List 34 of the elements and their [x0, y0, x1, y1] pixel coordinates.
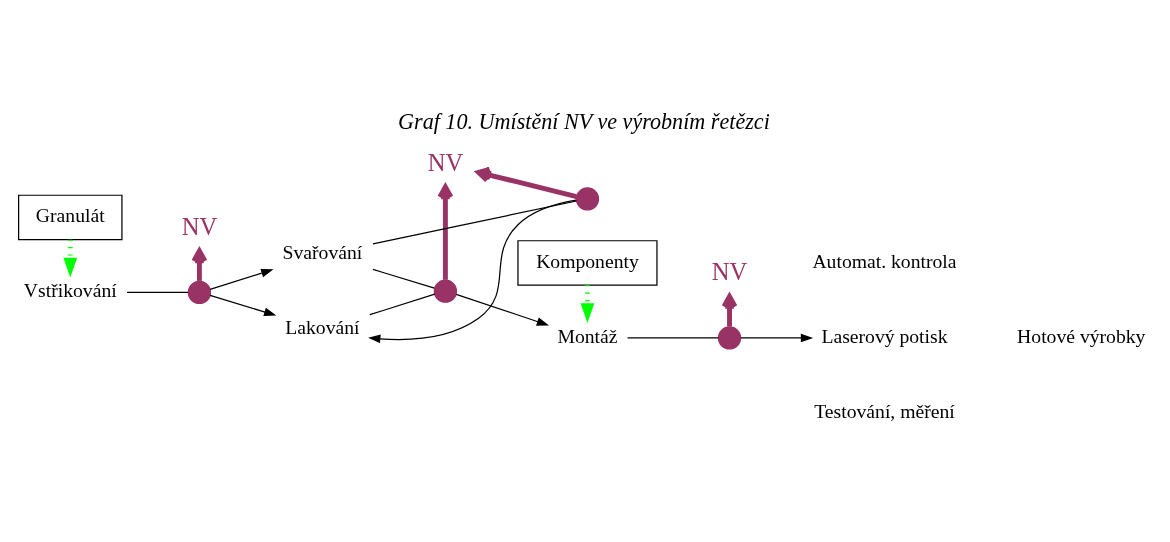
node-text: Lakování: [285, 315, 360, 338]
connector: [372, 268, 435, 289]
node-text: Svařování: [282, 240, 363, 263]
label: Testování, měření: [814, 399, 955, 422]
node-text: NV: [427, 148, 464, 176]
connector: [126, 291, 189, 293]
node-circle: [187, 280, 212, 304]
arrow: [455, 293, 550, 326]
node-text: Laserový potisk: [821, 324, 948, 347]
arrow: [476, 166, 578, 199]
arrow: [209, 294, 277, 316]
label: Hotové výrobky: [1017, 324, 1146, 347]
node-circle: [717, 325, 742, 350]
arrow: [740, 333, 814, 342]
node-text: NV: [181, 212, 218, 240]
node-text: Vstřikování: [23, 278, 117, 301]
arrow: [63, 239, 78, 278]
node-text: NV: [711, 257, 748, 285]
connector: [626, 336, 719, 339]
diagram-title: Graf 10. Umístění NV ve výrobním řetězci: [398, 108, 770, 134]
arrow: [580, 284, 595, 323]
connector: [369, 293, 436, 315]
arrow: [209, 268, 274, 290]
arrow: [191, 248, 208, 281]
node-circle: [433, 279, 458, 303]
arrow: [437, 184, 454, 280]
node-box: Granulát: [18, 194, 123, 240]
connector: [372, 199, 578, 244]
node-text: Montáž: [557, 324, 618, 347]
node-circle: [575, 186, 600, 211]
arrow: [368, 199, 577, 343]
arrow: [721, 293, 738, 326]
label: Automat. kontrola: [812, 249, 957, 272]
node-box: Komponenty: [517, 239, 658, 286]
